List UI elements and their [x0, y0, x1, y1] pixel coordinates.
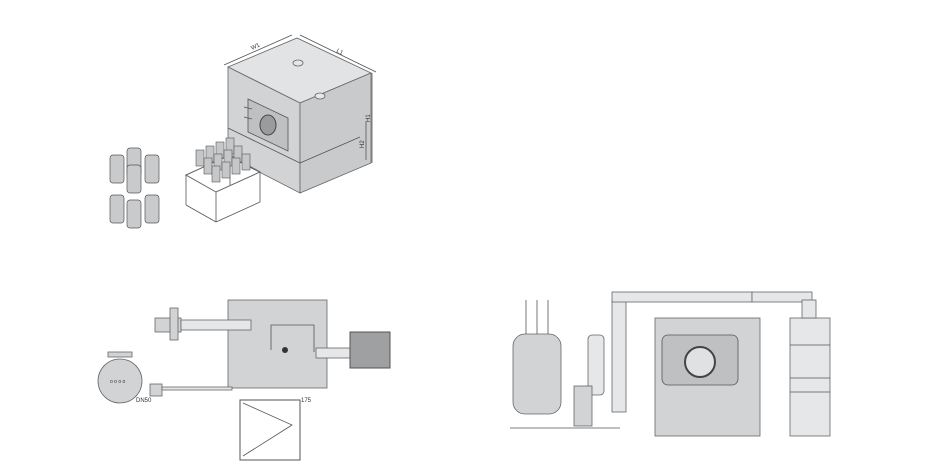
- height-dimension-label: H1: [366, 114, 372, 122]
- port-marks: o o o o: [110, 379, 126, 385]
- plan-view: o o o o DN50 175: [97, 299, 391, 461]
- process-line: [510, 291, 831, 437]
- offset-dimension-label: 175: [301, 398, 312, 404]
- height2-dimension-label: H2: [360, 140, 366, 148]
- canister-stack: [109, 147, 160, 229]
- width-dimension-label: W1: [250, 42, 261, 52]
- length-dimension-label: L1: [335, 48, 344, 57]
- canister-rack: [184, 137, 262, 223]
- pipe-size-label: DN50: [136, 398, 152, 404]
